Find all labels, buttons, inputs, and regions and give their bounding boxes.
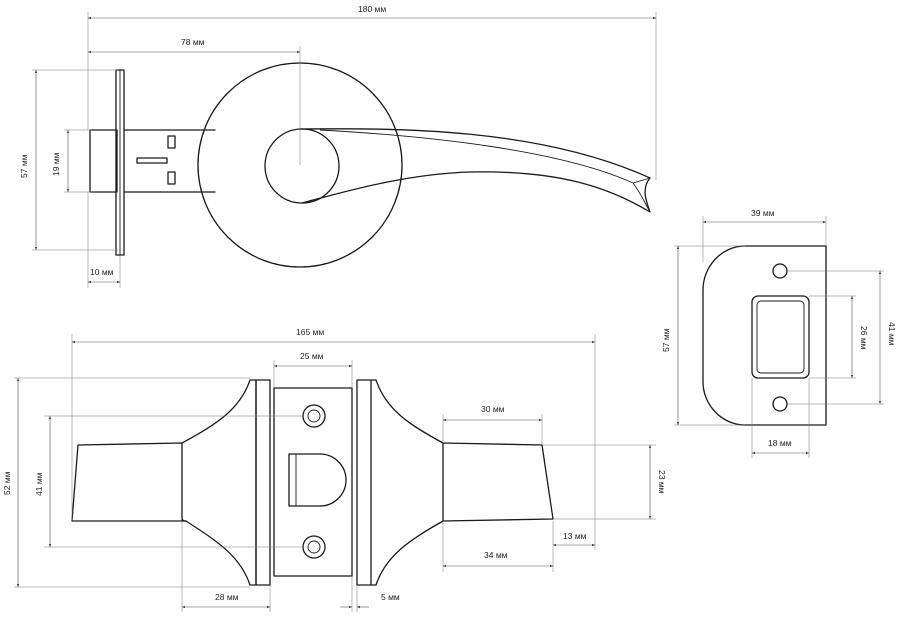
left-neck [181, 379, 257, 586]
right-neck [370, 379, 444, 586]
right-lever [442, 442, 554, 522]
dim-faceplate-depth: 10 мм [90, 267, 114, 277]
latch-slot [167, 171, 176, 185]
dim-lever-length: 34 мм [484, 550, 508, 560]
strike-plate-view: 39 мм 57 мм 26 мм 41 мм 18 мм [661, 208, 897, 458]
dim-strike-opening: 26 мм [859, 326, 869, 350]
dim-strike-inner-width: 18 мм [768, 438, 792, 448]
strike-opening [751, 295, 810, 379]
cam-cutout [288, 453, 347, 507]
dim-neck-length: 28 мм [215, 592, 239, 602]
backplate [273, 387, 353, 577]
latch-slot [167, 135, 176, 149]
lever-handle [299, 128, 651, 213]
side-view: 165 мм 25 мм 30 мм 23 мм 52 мм 41 мм 34 … [2, 327, 667, 612]
dim-backplate-width: 25 мм [300, 351, 324, 361]
dim-grip-length: 30 мм [481, 404, 505, 414]
dim-spindle-offset: 78 мм [181, 37, 205, 47]
left-lever [71, 442, 187, 522]
dim-latch-height: 19 мм [51, 152, 61, 176]
dim-rose-height: 57 мм [19, 154, 29, 178]
dim-handle-thickness: 23 мм [657, 470, 667, 494]
dim-handle-length: 180 мм [358, 4, 386, 14]
dim-screw-spacing: 41 мм [34, 472, 44, 496]
dim-overall-height: 52 мм [2, 471, 12, 495]
strike-plate [702, 245, 827, 426]
dim-strike-width: 39 мм [751, 208, 775, 218]
dim-tip-offset: 13 мм [563, 531, 587, 541]
strike-screw-hole [772, 396, 788, 412]
left-rose-plate [255, 379, 271, 586]
latch-bolt [89, 129, 118, 193]
dim-assembly-width: 165 мм [296, 327, 324, 337]
strike-screw-hole [772, 263, 788, 279]
dim-strike-height: 57 мм [661, 328, 671, 352]
dim-rose-thickness: 5 мм [381, 592, 400, 602]
right-rose-plate [356, 379, 372, 586]
top-view: 180 мм 78 мм 57 мм 19 мм 10 мм [19, 4, 657, 288]
latch-slot [136, 157, 168, 164]
screw-head [302, 535, 326, 559]
dim-strike-hole-spacing: 41 мм [887, 322, 897, 346]
screw-head [302, 404, 326, 428]
latch-body [123, 129, 216, 193]
